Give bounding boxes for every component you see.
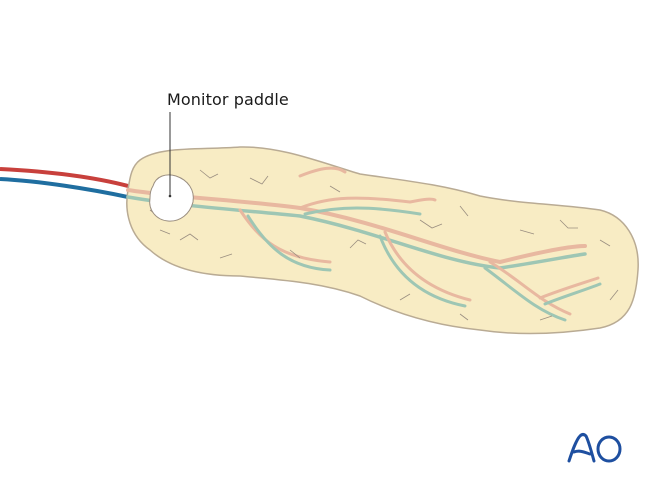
monitor-cables bbox=[0, 167, 129, 199]
ao-logo bbox=[567, 433, 622, 463]
monitor-paddle bbox=[149, 174, 194, 222]
vessels bbox=[126, 166, 602, 322]
monitor-paddle-label: Monitor paddle bbox=[167, 90, 289, 109]
